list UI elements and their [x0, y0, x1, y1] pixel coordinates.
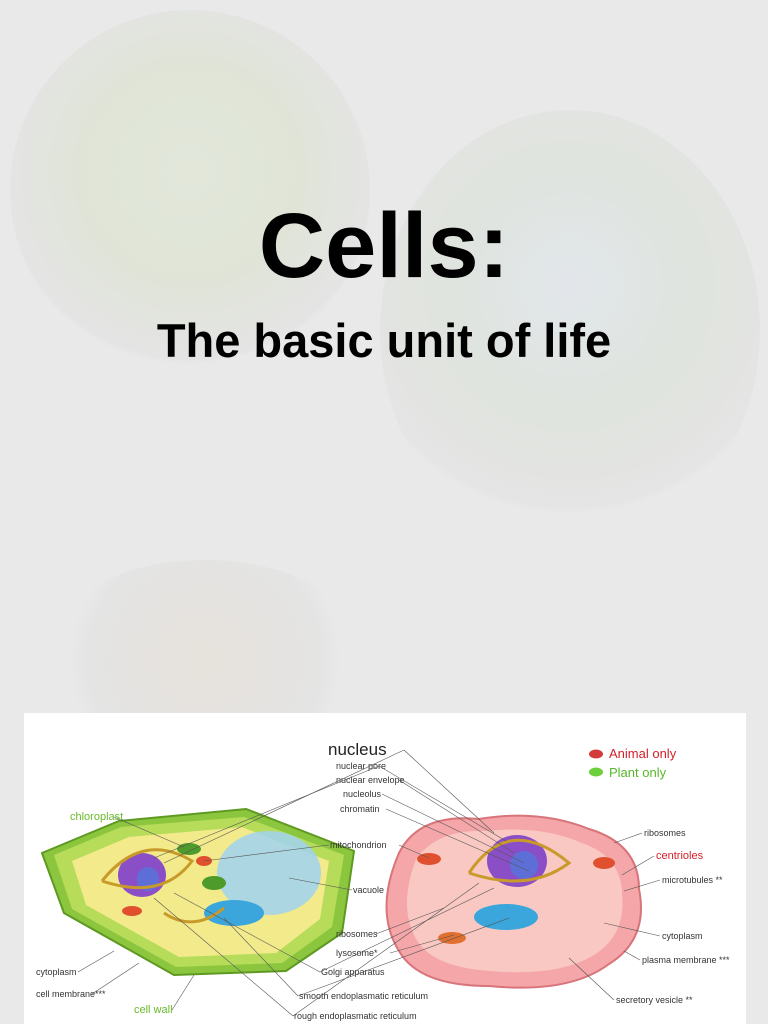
label-nuclear-pore: nuclear pore — [336, 761, 386, 771]
label-ribosomes-middle: ribosomes — [336, 929, 378, 939]
label-nuclear-envelope: nuclear envelope — [336, 775, 405, 785]
label-nucleus: nucleus — [328, 740, 387, 759]
label-chloroplast: chloroplast — [70, 811, 123, 823]
label-chromatin: chromatin — [340, 804, 380, 814]
label-rough-er: rough endoplasmatic reticulum — [294, 1011, 417, 1021]
background-cell-top-left — [10, 10, 370, 370]
label-nucleolus: nucleolus — [343, 789, 382, 799]
label-vacuole: vacuole — [353, 885, 384, 895]
cell-diagram-svg: Animal only Plant only nucleus nuclear p… — [36, 740, 730, 1021]
label-cell-wall: cell wall — [134, 1004, 173, 1016]
label-cytoplasm-left: cytoplasm — [36, 967, 77, 977]
plant-only-legend-label: Plant only — [609, 765, 667, 780]
label-cytoplasm-right: cytoplasm — [662, 931, 703, 941]
label-ribosomes-right: ribosomes — [644, 828, 686, 838]
background-cell-right — [380, 110, 760, 550]
label-cell-membrane: cell membrane*** — [36, 989, 106, 999]
page-title: Cells: — [258, 195, 510, 297]
cell-diagram: Animal only Plant only nucleus nuclear p… — [24, 713, 746, 1024]
label-golgi: Golgi apparatus — [321, 967, 385, 977]
label-mitochondrion: mitochondrion — [330, 840, 387, 850]
page-subtitle: The basic unit of life — [156, 314, 612, 367]
plant-cell — [40, 807, 356, 977]
leader-lines — [77, 749, 661, 1017]
animal-only-legend-label: Animal only — [609, 746, 677, 761]
label-plasma-membrane: plasma membrane *** — [642, 955, 730, 965]
label-centrioles: centrioles — [656, 850, 704, 862]
label-lysosome: lysosome* — [336, 948, 378, 958]
animal-only-legend-swatch — [589, 749, 603, 759]
label-smooth-er: smooth endoplasmatic reticulum — [299, 991, 428, 1001]
plant-only-legend-swatch — [589, 767, 603, 777]
label-secretory-vesicle: secretory vesicle ** — [616, 995, 693, 1005]
animal-cell — [385, 814, 642, 989]
label-microtubules: microtubules ** — [662, 875, 723, 885]
